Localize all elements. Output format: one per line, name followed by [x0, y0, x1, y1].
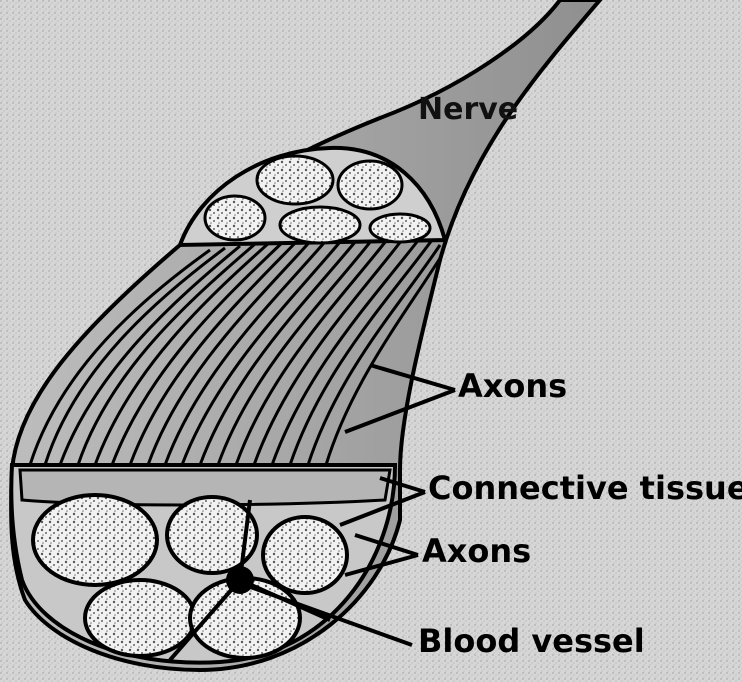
label-axons-upper: Axons	[458, 370, 567, 402]
label-nerve: Nerve	[418, 95, 518, 125]
label-connective-tissue: Connective tissue	[428, 472, 742, 504]
label-axons-lower: Axons	[422, 535, 531, 567]
label-blood-vessel: Blood vessel	[418, 625, 645, 657]
